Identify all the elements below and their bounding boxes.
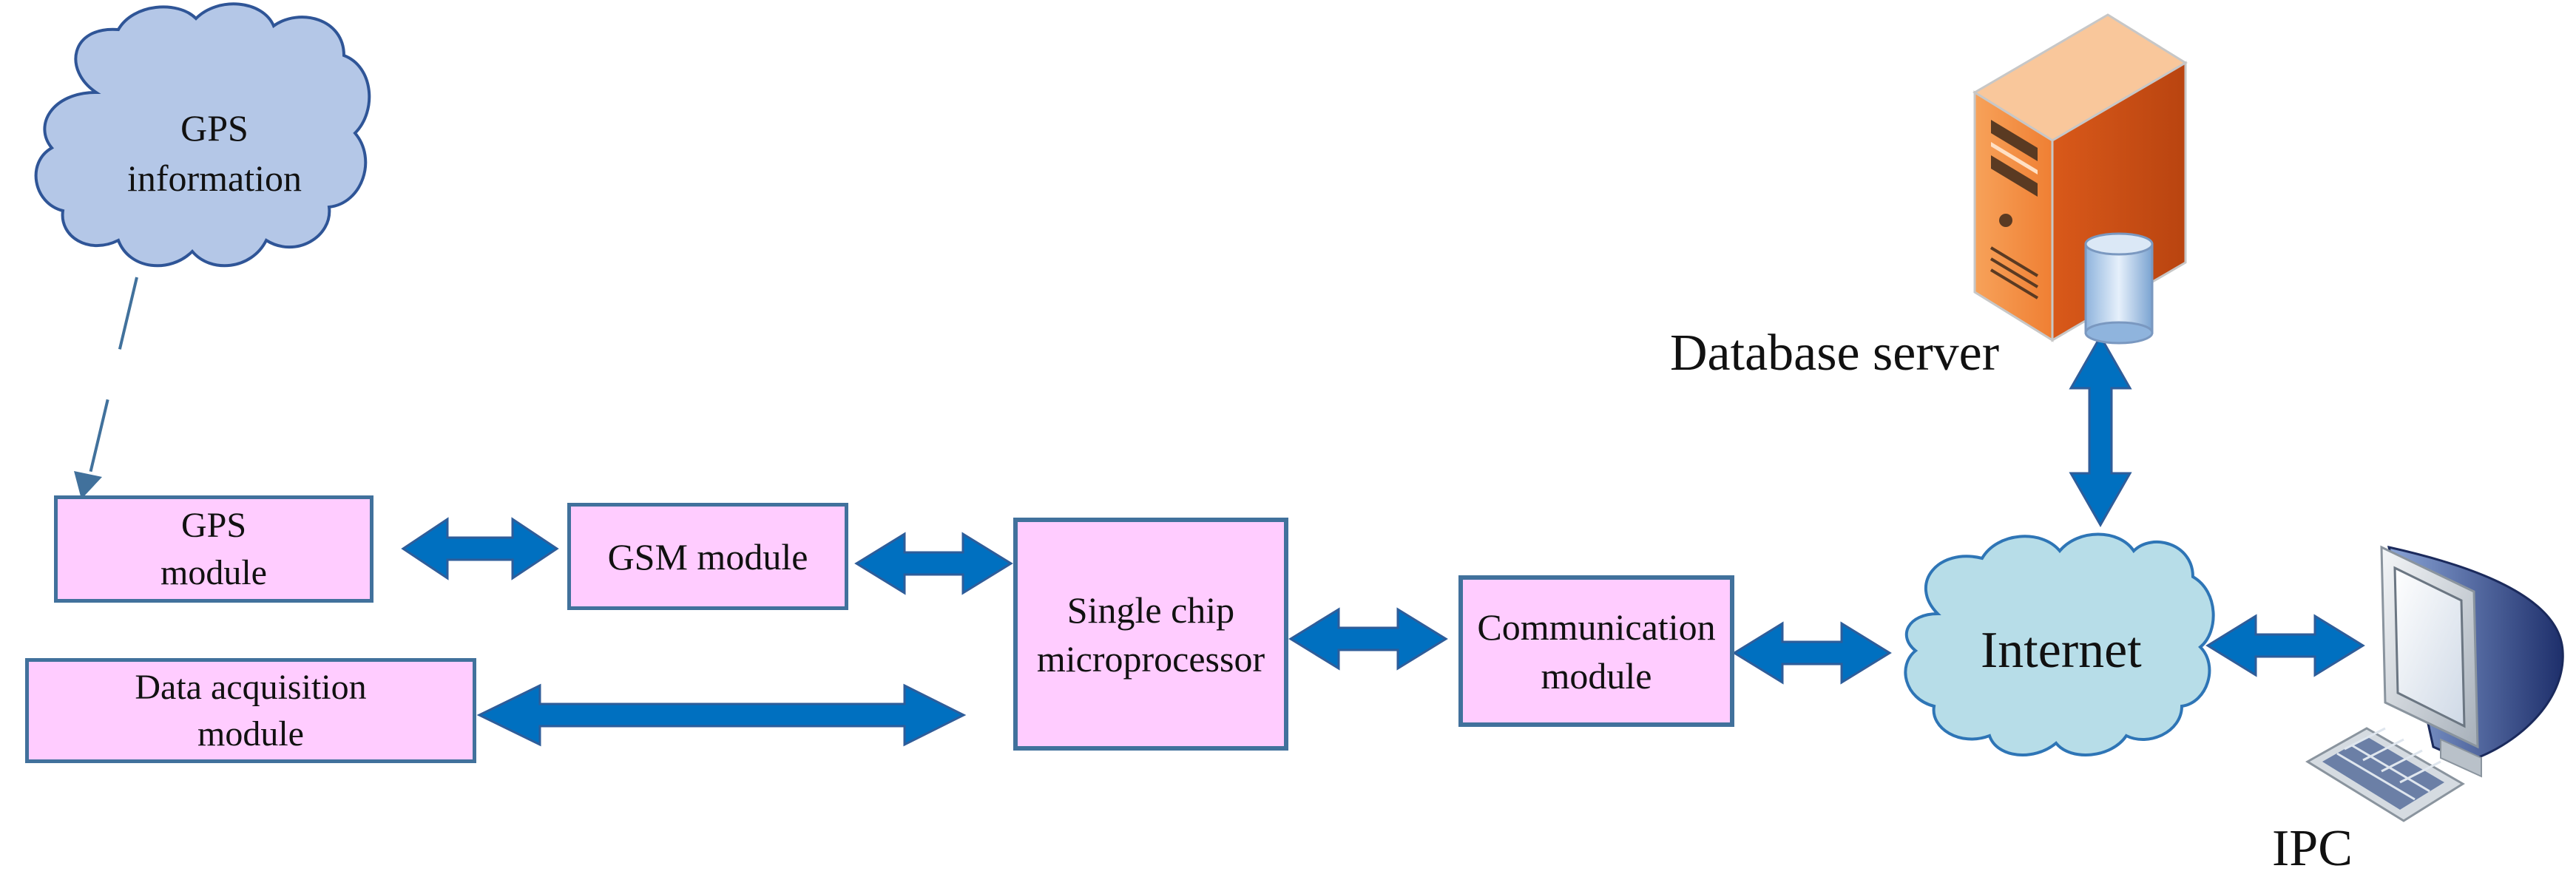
internet-cloud	[1904, 532, 2215, 756]
arrow-internet-ipc	[2205, 614, 2365, 677]
data-acquisition-line1: Data acquisition	[135, 667, 367, 707]
internet-label: Internet	[1981, 622, 2142, 679]
gps-information-label: GPS information	[96, 104, 333, 203]
single-chip-line1: Single chip	[1066, 589, 1235, 631]
gps-module-box: GPS module	[54, 495, 373, 603]
single-chip-microprocessor-box: Single chip microprocessor	[1013, 518, 1288, 751]
arrow-gps-gsm	[401, 517, 559, 580]
communication-module-box: Communication module	[1458, 575, 1734, 727]
arrow-internet-database	[2069, 333, 2132, 528]
arrow-mcu-comm	[1288, 607, 1448, 671]
arrow-data-mcu	[476, 683, 967, 747]
data-acquisition-module-box: Data acquisition module	[25, 658, 476, 763]
gps-module-line1: GPS	[180, 506, 247, 546]
database-cylinder-icon	[2084, 232, 2154, 345]
arrow-gsm-mcu	[854, 532, 1013, 595]
communication-line1: Communication	[1477, 606, 1716, 648]
keyboard-icon	[2305, 727, 2465, 822]
single-chip-line2: microprocessor	[1036, 637, 1265, 680]
ipc-label: IPC	[2272, 820, 2353, 877]
gps-information-line1: GPS	[180, 107, 249, 149]
gps-information-line2: information	[126, 157, 302, 199]
gsm-module-label: GSM module	[607, 535, 808, 578]
data-acquisition-line2: module	[197, 714, 304, 754]
database-server-label: Database server	[1670, 325, 2000, 382]
gsm-module-box: GSM module	[567, 503, 848, 610]
gps-signal-arrow	[74, 277, 138, 499]
computer-icon	[2305, 545, 2564, 822]
gps-module-line2: module	[160, 552, 267, 592]
communication-line2: module	[1541, 654, 1652, 697]
server-icon	[1972, 13, 2188, 345]
arrow-comm-internet	[1732, 621, 1892, 685]
gps-information-cloud	[34, 2, 371, 268]
